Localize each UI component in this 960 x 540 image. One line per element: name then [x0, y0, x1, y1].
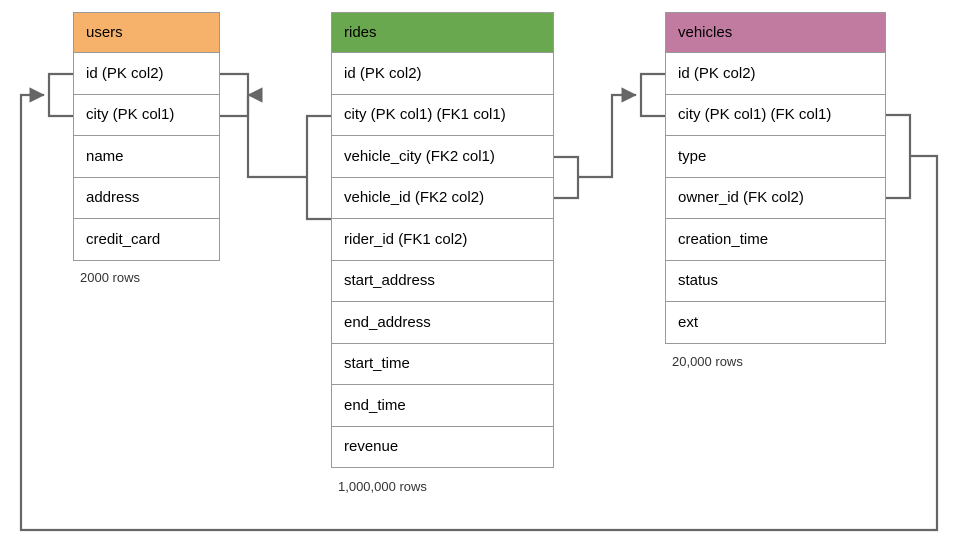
field-label: status [678, 272, 719, 290]
entity-rides-title: rides [344, 24, 377, 41]
entity-vehicles-title: vehicles [678, 24, 733, 41]
field-label: id (PK col2) [344, 64, 422, 82]
field-rides-vehicle-city[interactable]: vehicle_city (FK2 col1) [331, 136, 554, 178]
entity-rides-row-count: 1,000,000 rows [338, 479, 427, 494]
entity-rides[interactable]: rides id (PK col2) city (PK col1) (FK1 c… [331, 12, 554, 468]
field-label: end_time [344, 396, 406, 414]
field-label: vehicle_city (FK2 col1) [344, 147, 495, 165]
field-label: id (PK col2) [678, 64, 756, 82]
entity-users-title: users [86, 24, 123, 41]
entity-rides-header: rides [331, 12, 554, 53]
field-vehicles-creation-time[interactable]: creation_time [665, 219, 886, 261]
field-vehicles-city[interactable]: city (PK col1) (FK col1) [665, 94, 886, 136]
field-label: start_time [344, 355, 410, 373]
field-rides-id[interactable]: id (PK col2) [331, 53, 554, 95]
field-rides-start-address[interactable]: start_address [331, 260, 554, 302]
field-users-address[interactable]: address [73, 177, 220, 219]
field-label: address [86, 189, 140, 207]
field-rides-revenue[interactable]: revenue [331, 426, 554, 468]
entity-vehicles-header: vehicles [665, 12, 886, 53]
field-label: city (PK col1) [86, 106, 175, 124]
field-users-city[interactable]: city (PK col1) [73, 94, 220, 136]
field-rides-end-address[interactable]: end_address [331, 302, 554, 344]
field-label: rider_id (FK1 col2) [344, 230, 468, 248]
field-vehicles-owner-id[interactable]: owner_id (FK col2) [665, 177, 886, 219]
field-rides-start-time[interactable]: start_time [331, 343, 554, 385]
field-vehicles-status[interactable]: status [665, 260, 886, 302]
field-label: end_address [344, 313, 431, 331]
field-rides-rider-id[interactable]: rider_id (FK1 col2) [331, 219, 554, 261]
field-users-id[interactable]: id (PK col2) [73, 53, 220, 95]
field-vehicles-type[interactable]: type [665, 136, 886, 178]
field-label: revenue [344, 438, 399, 456]
field-label: start_address [344, 272, 435, 290]
field-rides-city[interactable]: city (PK col1) (FK1 col1) [331, 94, 554, 136]
field-label: id (PK col2) [86, 64, 164, 82]
entity-users-row-count: 2000 rows [80, 270, 140, 285]
entity-vehicles[interactable]: vehicles id (PK col2) city (PK col1) (FK… [665, 12, 886, 344]
edge-rides-fk2-vehicles [554, 72, 665, 200]
entity-users-header: users [73, 12, 220, 53]
field-label: vehicle_id (FK2 col2) [344, 189, 485, 207]
field-label: name [86, 147, 124, 165]
field-label: type [678, 147, 707, 165]
field-label: city (PK col1) (FK1 col1) [344, 106, 506, 124]
field-vehicles-id[interactable]: id (PK col2) [665, 53, 886, 95]
field-label: city (PK col1) (FK col1) [678, 106, 832, 124]
field-vehicles-ext[interactable]: ext [665, 302, 886, 344]
field-rides-vehicle-id[interactable]: vehicle_id (FK2 col2) [331, 177, 554, 219]
entity-vehicles-row-count: 20,000 rows [672, 354, 743, 369]
field-label: creation_time [678, 230, 769, 248]
field-label: owner_id (FK col2) [678, 189, 804, 207]
entity-users[interactable]: users id (PK col2) city (PK col1) name a… [73, 12, 220, 261]
edge-rides-fk1-users [220, 72, 331, 221]
field-users-credit-card[interactable]: credit_card [73, 219, 220, 261]
field-rides-end-time[interactable]: end_time [331, 385, 554, 427]
field-label: credit_card [86, 230, 161, 248]
field-label: ext [678, 313, 699, 331]
field-users-name[interactable]: name [73, 136, 220, 178]
